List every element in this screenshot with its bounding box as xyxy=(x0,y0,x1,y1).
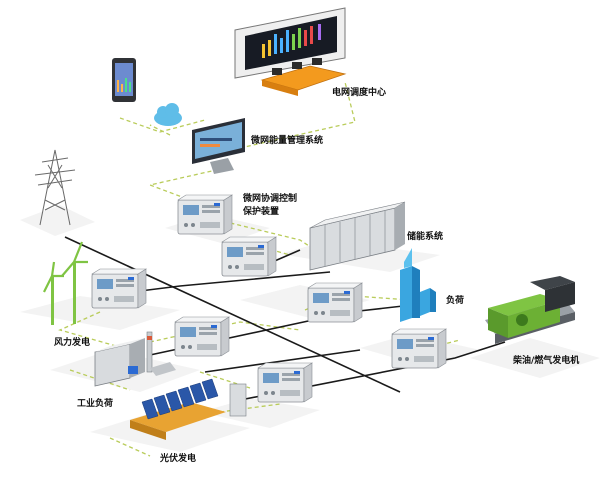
generator-icon xyxy=(485,276,575,344)
label-load: 负荷 xyxy=(446,296,465,306)
load-buildings-icon xyxy=(400,248,436,322)
mobile-phone-icon xyxy=(112,58,136,102)
cloud-icon xyxy=(154,103,182,126)
label-generator: 柴油/燃气发电机 xyxy=(513,356,580,366)
protection-device-industrial xyxy=(174,316,230,357)
protection-device-load xyxy=(307,282,363,323)
ground-pads xyxy=(20,205,600,452)
energy-storage-container xyxy=(309,201,406,271)
wind-turbine-icon xyxy=(43,241,88,325)
ems-monitor xyxy=(192,118,245,174)
protection-device-generator xyxy=(391,328,447,369)
protection-device-pv xyxy=(257,362,313,403)
protection-device-storage xyxy=(221,236,277,277)
label-industrial: 工业负荷 xyxy=(77,399,114,409)
dispatch-center xyxy=(234,7,347,96)
protection-device-wind xyxy=(91,268,147,309)
label-controller-line1: 微网协调控制 xyxy=(243,194,298,204)
label-controller-line2: 保护装置 xyxy=(243,207,280,217)
transmission-tower-icon xyxy=(34,149,76,226)
pv-array-icon xyxy=(130,378,247,440)
label-ems: 微网能量管理系统 xyxy=(251,136,324,146)
label-dispatch-center: 电网调度中心 xyxy=(332,88,387,98)
industrial-plant-icon xyxy=(94,331,176,387)
label-pv: 光伏发电 xyxy=(160,454,197,464)
label-wind: 风力发电 xyxy=(54,338,91,348)
label-storage: 储能系统 xyxy=(407,232,444,242)
controller-device xyxy=(177,194,233,235)
